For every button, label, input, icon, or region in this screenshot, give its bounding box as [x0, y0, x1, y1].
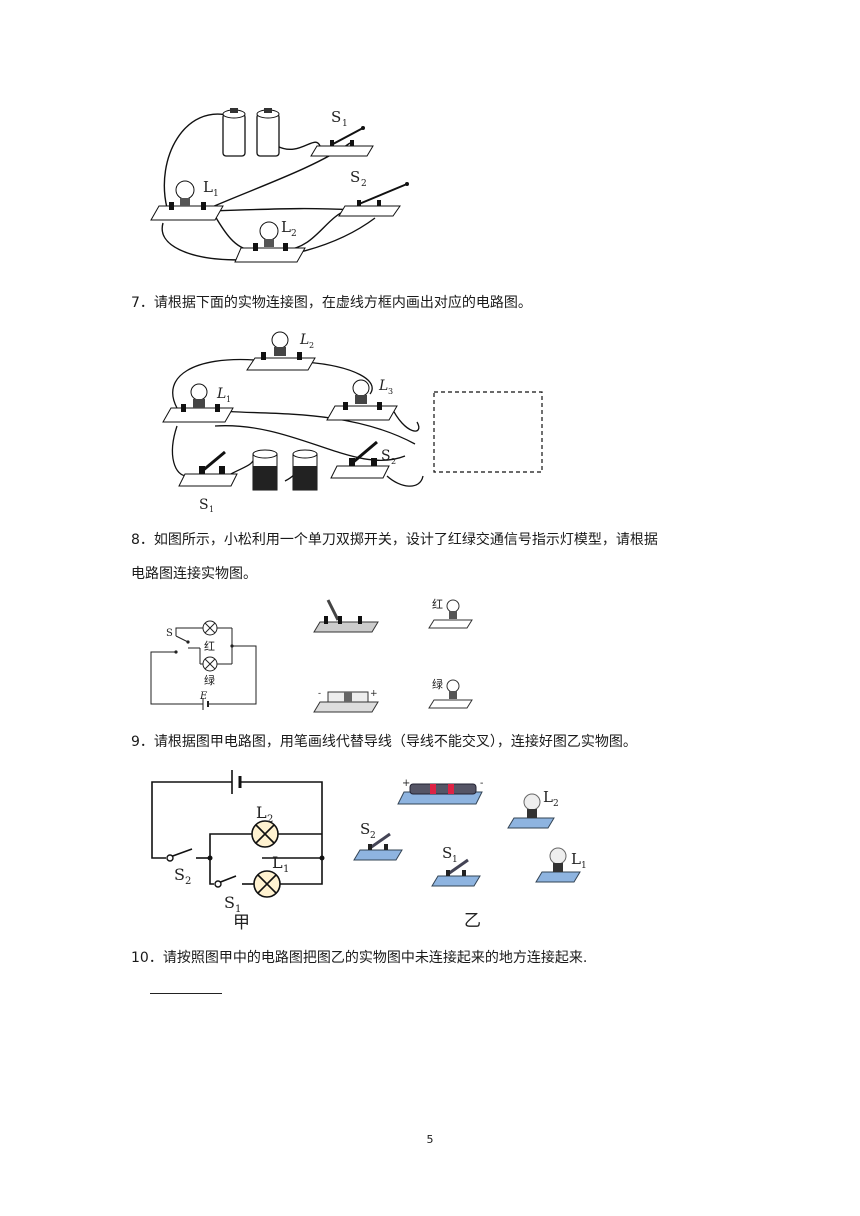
label-s1: S [442, 844, 452, 862]
label-minus: - [318, 689, 321, 699]
label-l1-sub: 1 [226, 395, 231, 404]
figure-q9-physical-parts-yi: + - L 2 S 2 S 1 L 1 乙 [353, 778, 587, 931]
figure-q8-physical-parts: 红 - + 绿 [313, 598, 473, 713]
label-green-bulb: 绿 [432, 677, 443, 691]
bulb-l1-icon [535, 847, 581, 883]
label-plus: + [370, 689, 378, 699]
label-l2-sub: 2 [309, 341, 314, 350]
answer-blank-line[interactable] [150, 993, 222, 994]
label-green: 绿 [204, 673, 215, 687]
question-9: 9．请根据图甲电路图，用笔画线代替导线（导线不能交叉），连接好图乙实物图。 [131, 732, 637, 752]
bulb-l2-icon [246, 331, 316, 371]
switch-s2-icon [353, 832, 403, 861]
label-l2-sub: 2 [267, 814, 273, 825]
battery-holder-icon [313, 691, 379, 713]
label-s2: S [174, 865, 185, 884]
figure-q8-circuit-diagram: S 红 绿 E [150, 620, 257, 710]
label-s2-sub: 2 [370, 831, 376, 841]
page-number: 5 [426, 1133, 434, 1146]
spdt-switch-icon [313, 599, 379, 633]
question-8-text: 如图所示，小松利用一个单刀双掷开关，设计了红绿交通信号指示灯模型，请根据 [153, 532, 658, 548]
battery-pair-icon [252, 449, 318, 491]
label-l2: L [281, 218, 291, 236]
label-s2-sub: 2 [361, 179, 367, 189]
label-l2: L [299, 332, 309, 348]
question-10: 10．请按照图甲中的电路图把图乙的实物图中未连接起来的地方连接起来. [131, 948, 587, 968]
bulb-l1-symbol [253, 870, 281, 898]
label-s1: S [331, 108, 341, 126]
battery-pair-icon [222, 108, 280, 157]
question-8-line2: 电路图连接实物图。 [131, 564, 257, 584]
label-e: E [199, 691, 208, 702]
answer-dashed-box[interactable] [433, 391, 543, 473]
bulb-l2-symbol [251, 820, 279, 848]
battery-holder-icon [397, 783, 483, 805]
label-s2-sub: 2 [185, 876, 191, 887]
question-10-text: 请按照图甲中的电路图把图乙的实物图中未连接起来的地方连接起来. [162, 950, 588, 966]
label-red: 红 [204, 640, 215, 653]
label-l2: L [543, 788, 553, 806]
question-10-number: 10． [131, 950, 163, 966]
bulb-l3-icon [326, 379, 398, 421]
label-l1: L [216, 386, 226, 402]
label-l3-sub: 3 [388, 387, 393, 396]
question-7: 7．请根据下面的实物连接图，在虚线方框内画出对应的电路图。 [131, 293, 532, 313]
label-s2: S [360, 820, 370, 838]
question-7-text: 请根据下面的实物连接图，在虚线方框内画出对应的电路图。 [153, 295, 532, 311]
label-l1: L [203, 178, 213, 196]
label-l2-sub: 2 [291, 229, 297, 239]
question-8-number: 8． [131, 532, 154, 548]
label-s: S [166, 628, 173, 639]
question-7-number: 7． [131, 295, 154, 311]
label-jia: 甲 [233, 913, 250, 932]
question-8-text2: 电路图连接实物图。 [131, 566, 257, 582]
question-8: 8．如图所示，小松利用一个单刀双掷开关，设计了红绿交通信号指示灯模型，请根据 [131, 530, 658, 550]
label-l1: L [571, 850, 581, 868]
bulb-l2-icon [234, 221, 306, 263]
label-l2-sub: 2 [553, 799, 559, 809]
switch-s2-icon [338, 182, 409, 217]
label-s2-sub: 2 [391, 457, 396, 466]
bulb-l1-icon [162, 383, 234, 423]
label-s1-sub: 1 [235, 904, 241, 915]
label-s2: S [350, 168, 360, 186]
switch-s1-icon [310, 126, 374, 157]
label-l1-sub: 1 [581, 861, 587, 871]
switch-s2-icon [330, 440, 390, 479]
bulb-l2-icon [507, 793, 555, 829]
switch-s1-icon [178, 450, 238, 487]
label-minus: - [480, 778, 483, 789]
label-s1-sub: 1 [452, 855, 458, 865]
figure-top-physical-circuit: S 1 S 2 L 1 L 2 [150, 108, 409, 263]
label-yi: 乙 [464, 911, 481, 931]
label-s1-sub: 1 [342, 119, 348, 129]
label-l1-sub: 1 [213, 189, 219, 199]
label-s1: S [224, 893, 235, 912]
figure-q9-circuit-diagram-jia: L 2 L 1 S 2 S 1 甲 [151, 770, 325, 932]
bulb-l1-icon [150, 180, 224, 221]
figure-q7-physical-circuit: L 2 L 1 L 3 S 1 S 2 [162, 331, 543, 512]
switch-s1-icon [431, 858, 481, 887]
label-l2: L [256, 803, 267, 822]
question-9-text: 请根据图甲电路图，用笔画线代替导线（导线不能交叉），连接好图乙实物图。 [153, 734, 637, 750]
green-bulb-icon [428, 679, 473, 709]
label-l1: L [272, 853, 283, 872]
red-bulb-icon [428, 599, 473, 629]
label-plus: + [402, 778, 410, 789]
label-s1-sub: 1 [209, 505, 214, 512]
question-9-number: 9． [131, 734, 154, 750]
label-l1-sub: 1 [283, 864, 289, 875]
label-l3: L [378, 378, 388, 394]
label-red-bulb: 红 [432, 598, 443, 611]
label-s2: S [381, 448, 391, 464]
label-s1: S [199, 497, 209, 512]
